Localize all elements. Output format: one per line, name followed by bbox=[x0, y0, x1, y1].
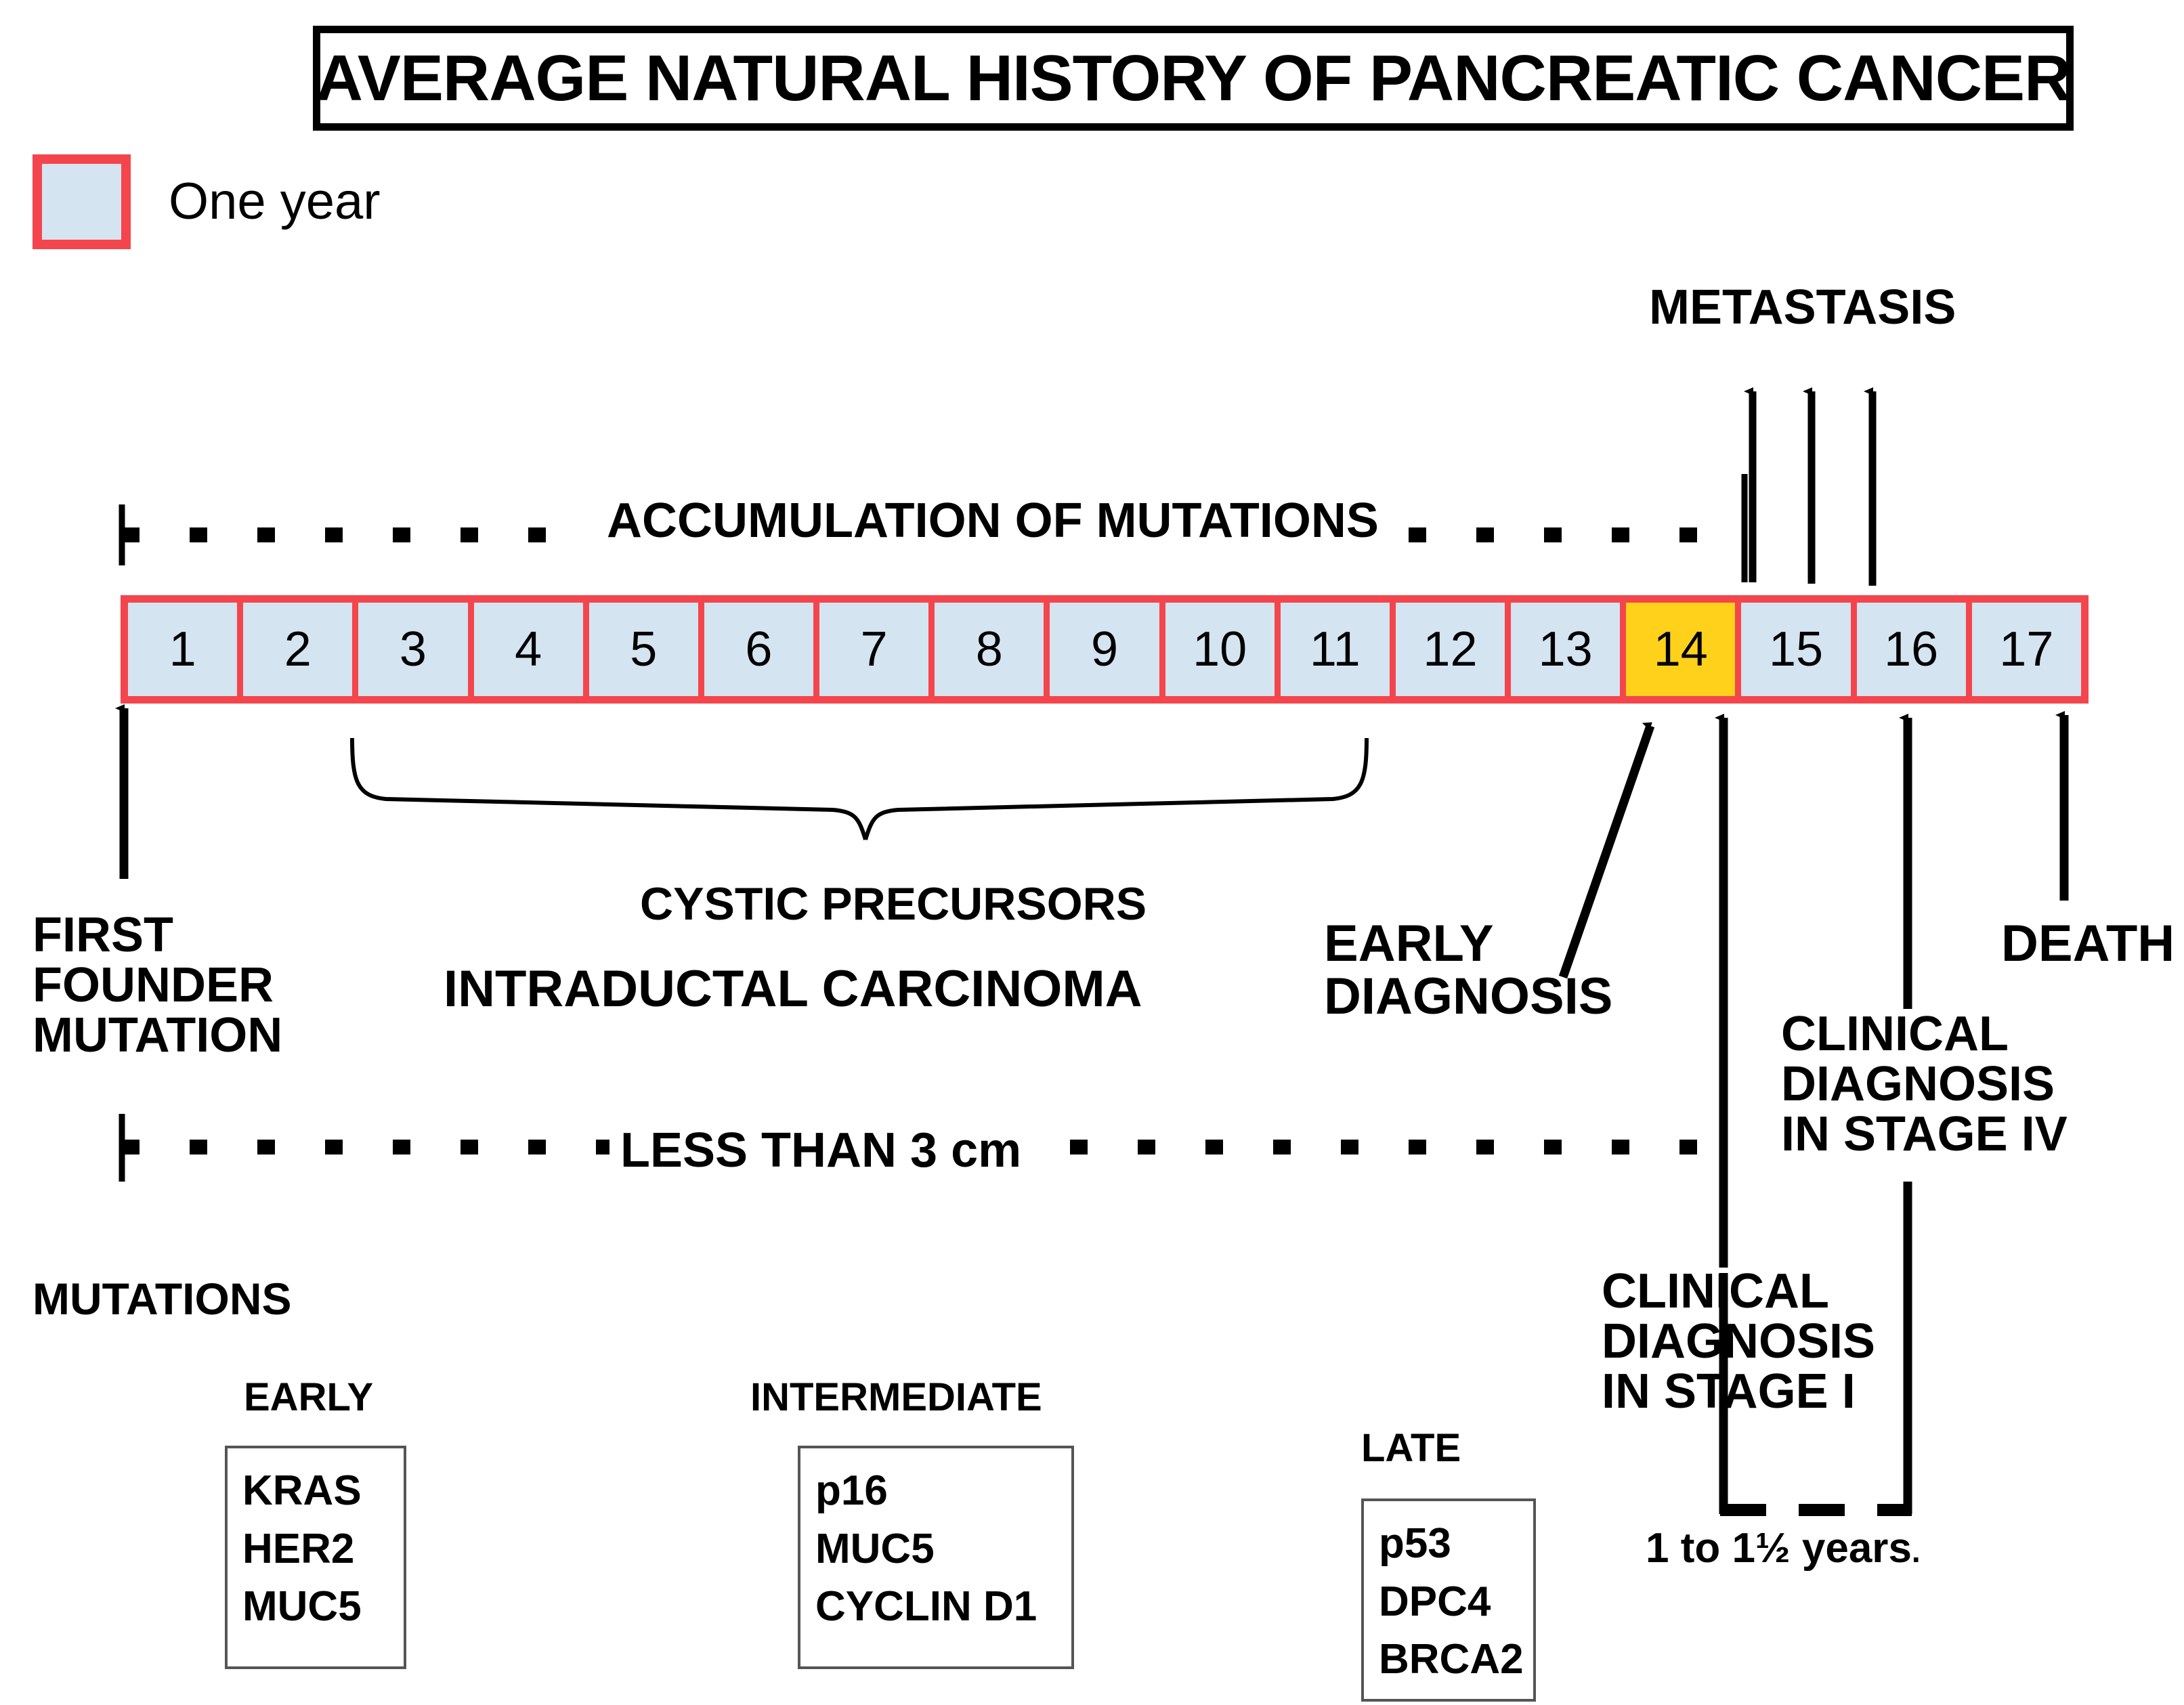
legend: One year bbox=[33, 154, 381, 249]
mutation-gene: CYCLIN D1 bbox=[815, 1583, 1037, 1631]
death-label: DEATH bbox=[2001, 915, 2175, 972]
mutation-gene: BRCA2 bbox=[1379, 1636, 1524, 1683]
timeline-cell-6[interactable]: 6 bbox=[704, 603, 814, 696]
duration-note-period: . bbox=[1911, 1534, 1921, 1569]
mutation-stage-early-header: EARLY bbox=[244, 1375, 374, 1419]
timeline-cell-9[interactable]: 9 bbox=[1050, 603, 1159, 696]
timeline-cell-5[interactable]: 5 bbox=[588, 603, 698, 696]
timeline-cell-4[interactable]: 4 bbox=[473, 603, 583, 696]
mutation-gene: MUC5 bbox=[242, 1583, 362, 1631]
timeline-cell-10[interactable]: 10 bbox=[1165, 603, 1275, 696]
mutation-stage-late-header: LATE bbox=[1361, 1426, 1461, 1470]
clinical-diagnosis-stage-iv-label: CLINICAL DIAGNOSIS IN STAGE IV bbox=[1781, 1007, 2068, 1162]
title-box: AVERAGE NATURAL HISTORY OF PANCREATIC CA… bbox=[313, 26, 2074, 131]
cystic-precursors-label: CYSTIC PRECURSORS bbox=[640, 878, 1147, 930]
timeline-cell-14-highlighted[interactable]: 14 bbox=[1626, 603, 1736, 696]
legend-label: One year bbox=[169, 173, 381, 230]
early-diagnosis-label: EARLY DIAGNOSIS bbox=[1324, 915, 1613, 1026]
timeline-cell-2[interactable]: 2 bbox=[243, 603, 353, 696]
timeline-cell-13[interactable]: 13 bbox=[1511, 603, 1621, 696]
mutation-gene: HER2 bbox=[242, 1525, 355, 1572]
mutation-stage-intermediate-header: INTERMEDIATE bbox=[750, 1375, 1042, 1419]
mutation-box-early: KRAS HER2 MUC5 bbox=[225, 1446, 406, 1669]
timeline-cell-1[interactable]: 1 bbox=[128, 603, 238, 696]
stage-arrows bbox=[1715, 711, 2069, 1268]
page-title: AVERAGE NATURAL HISTORY OF PANCREATIC CA… bbox=[316, 41, 2072, 114]
timeline-cell-8[interactable]: 8 bbox=[935, 603, 1044, 696]
less-than-3cm-label: LESS THAN 3 cm bbox=[609, 1125, 1033, 1175]
timeline-cell-12[interactable]: 12 bbox=[1395, 603, 1505, 696]
clinical-diagnosis-stage-i-label: CLINICAL DIAGNOSIS IN STAGE I bbox=[1602, 1264, 1876, 1419]
timeline-cell-3[interactable]: 3 bbox=[358, 603, 468, 696]
mutation-gene: MUC5 bbox=[815, 1525, 935, 1572]
mutation-box-intermediate: p16 MUC5 CYCLIN D1 bbox=[798, 1446, 1074, 1669]
duration-note-text: 1 to 1½ years bbox=[1646, 1525, 1912, 1572]
mutations-header: MUTATIONS bbox=[33, 1274, 292, 1324]
duration-note: 1 to 1½ years. bbox=[1646, 1527, 1921, 1570]
mutation-gene: DPC4 bbox=[1379, 1578, 1491, 1625]
timeline-cell-7[interactable]: 7 bbox=[819, 603, 929, 696]
timeline-cell-15[interactable]: 15 bbox=[1741, 603, 1851, 696]
timeline-cell-16[interactable]: 16 bbox=[1856, 603, 1966, 696]
metastasis-label: METASTASIS bbox=[1649, 280, 1956, 334]
mutation-gene: p16 bbox=[815, 1467, 888, 1514]
intraductal-carcinoma-label: INTRADUCTAL CARCINOMA bbox=[444, 960, 1142, 1018]
first-founder-mutation-label: FIRST FOUNDER MUTATION bbox=[33, 908, 283, 1063]
mutation-gene: p53 bbox=[1379, 1520, 1451, 1567]
metastasis-arrows bbox=[1744, 387, 1877, 586]
cystic-precursors-brace bbox=[350, 737, 1369, 840]
legend-swatch-one-year bbox=[33, 154, 131, 249]
timeline-cell-11[interactable]: 11 bbox=[1280, 603, 1390, 696]
mutation-gene: KRAS bbox=[242, 1467, 362, 1514]
accumulation-of-mutations-label: ACCUMULATION OF MUTATIONS bbox=[596, 496, 1390, 546]
timeline-bar: 1 2 3 4 5 6 7 8 9 10 11 12 13 14 15 16 1… bbox=[121, 595, 2089, 704]
timeline-cell-17[interactable]: 17 bbox=[1971, 603, 2081, 696]
mutation-box-late: p53 DPC4 BRCA2 bbox=[1361, 1498, 1536, 1702]
